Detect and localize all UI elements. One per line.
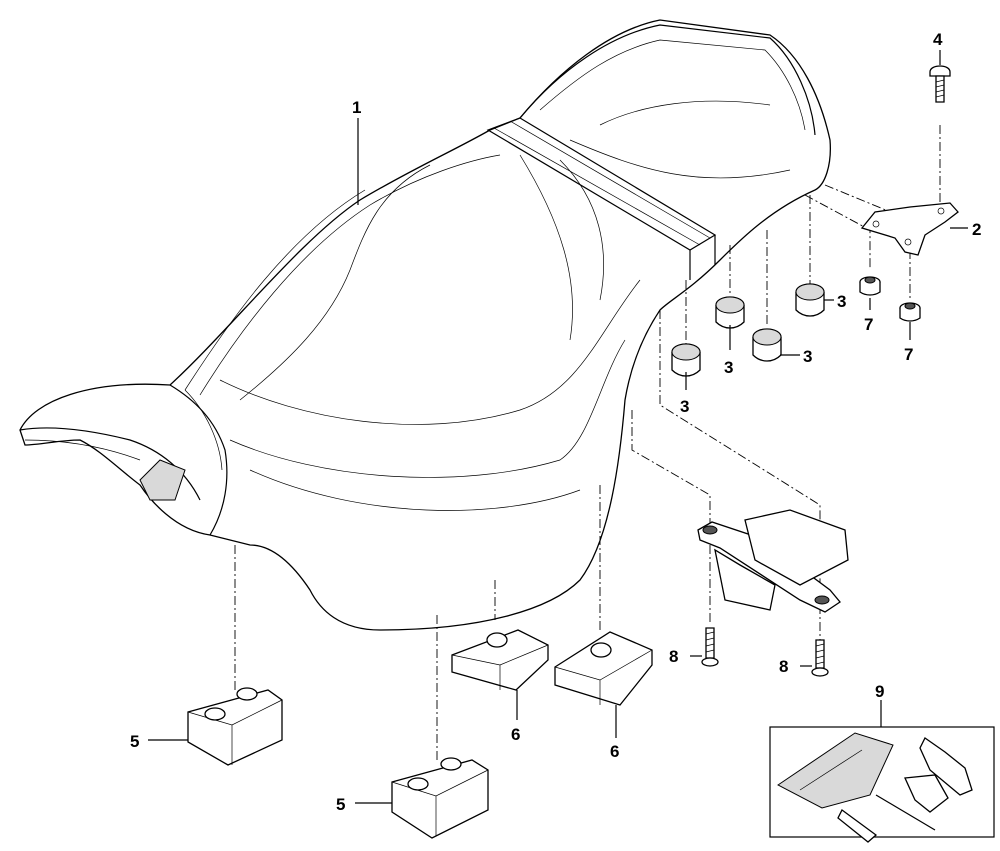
seat-assembly xyxy=(19,19,831,631)
callout-2: 2 xyxy=(972,220,981,239)
bolts-lower xyxy=(701,627,829,677)
bumper-4 xyxy=(795,283,825,317)
front-bracket-plate xyxy=(697,509,849,613)
bumper-1 xyxy=(671,343,701,377)
nut-2 xyxy=(899,302,921,322)
callout-5-left: 5 xyxy=(130,732,139,751)
nut-1 xyxy=(859,276,881,296)
callout-7-right: 7 xyxy=(904,345,913,364)
bolt-2 xyxy=(811,639,829,677)
callout-6-right: 6 xyxy=(610,742,619,761)
bumper-3 xyxy=(752,328,782,362)
block-6b xyxy=(554,631,653,706)
callout-3-right: 3 xyxy=(837,292,846,311)
bumper-2 xyxy=(715,296,745,329)
flange-nuts xyxy=(859,276,921,322)
bolt-1 xyxy=(701,627,719,667)
seat-blocks xyxy=(187,629,653,839)
block-6a xyxy=(451,629,549,691)
callout-3-left: 3 xyxy=(680,397,689,416)
toolkit-inset xyxy=(769,726,995,843)
callout-3-mid: 3 xyxy=(724,358,733,377)
rubber-bumpers xyxy=(671,283,825,377)
callout-7-left: 7 xyxy=(864,315,873,334)
screw-top xyxy=(929,65,951,103)
callout-5-bottom: 5 xyxy=(336,795,345,814)
callout-4: 4 xyxy=(933,30,943,49)
callout-labels: 1 2 3 3 3 3 4 5 5 6 6 7 7 8 8 9 xyxy=(130,30,981,814)
callout-8-right: 8 xyxy=(779,657,788,676)
callout-8-left: 8 xyxy=(669,647,678,666)
callout-3-center: 3 xyxy=(803,347,812,366)
block-5b xyxy=(391,757,489,839)
callout-1: 1 xyxy=(352,98,361,117)
leader-lines xyxy=(148,50,968,804)
rear-bracket xyxy=(860,202,959,256)
block-5a xyxy=(187,687,283,766)
callout-9: 9 xyxy=(875,682,884,701)
callout-6-left: 6 xyxy=(511,725,520,744)
